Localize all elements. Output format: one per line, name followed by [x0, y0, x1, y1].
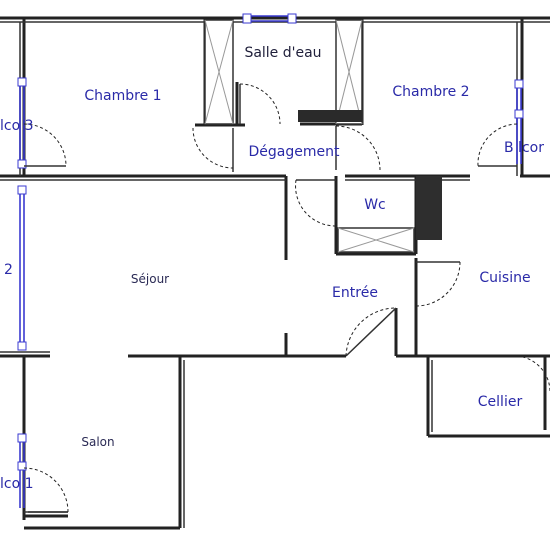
- bathroom-counter: [298, 110, 362, 122]
- label-chambre2: Chambre 2: [392, 84, 469, 100]
- window-node: [17, 433, 27, 443]
- label-balcon-right: B lcor: [504, 140, 544, 156]
- windows: [17, 13, 524, 508]
- duct-column: [416, 176, 442, 240]
- label-chambre1: Chambre 1: [84, 88, 161, 104]
- label-balcon-1: lco 1: [0, 476, 34, 492]
- label-balcon-3: lco 3: [0, 118, 34, 134]
- window-node: [514, 79, 524, 89]
- label-salle-eau: Salle d'eau: [244, 45, 321, 61]
- window-node: [17, 185, 27, 195]
- window-node: [17, 77, 27, 87]
- window-node: [17, 461, 27, 471]
- label-wc: Wc: [364, 197, 386, 213]
- window-node: [287, 13, 297, 24]
- label-cuisine: Cuisine: [479, 270, 530, 286]
- label-cellier: Cellier: [478, 394, 523, 410]
- window-node: [514, 109, 524, 119]
- window-node: [17, 341, 27, 351]
- fixtures: [204, 19, 442, 253]
- door-swings: [23, 83, 550, 513]
- label-salon: Salon: [81, 435, 114, 449]
- label-entree: Entrée: [332, 285, 378, 301]
- window-node: [242, 13, 252, 24]
- room-labels: Chambre 1 Chambre 2 Salle d'eau Dégageme…: [0, 45, 544, 492]
- label-degagement: Dégagement: [249, 144, 340, 160]
- label-balcon-2: 2: [4, 262, 13, 278]
- label-sejour: Séjour: [131, 272, 169, 286]
- walls: [0, 16, 550, 530]
- window-node: [17, 159, 27, 169]
